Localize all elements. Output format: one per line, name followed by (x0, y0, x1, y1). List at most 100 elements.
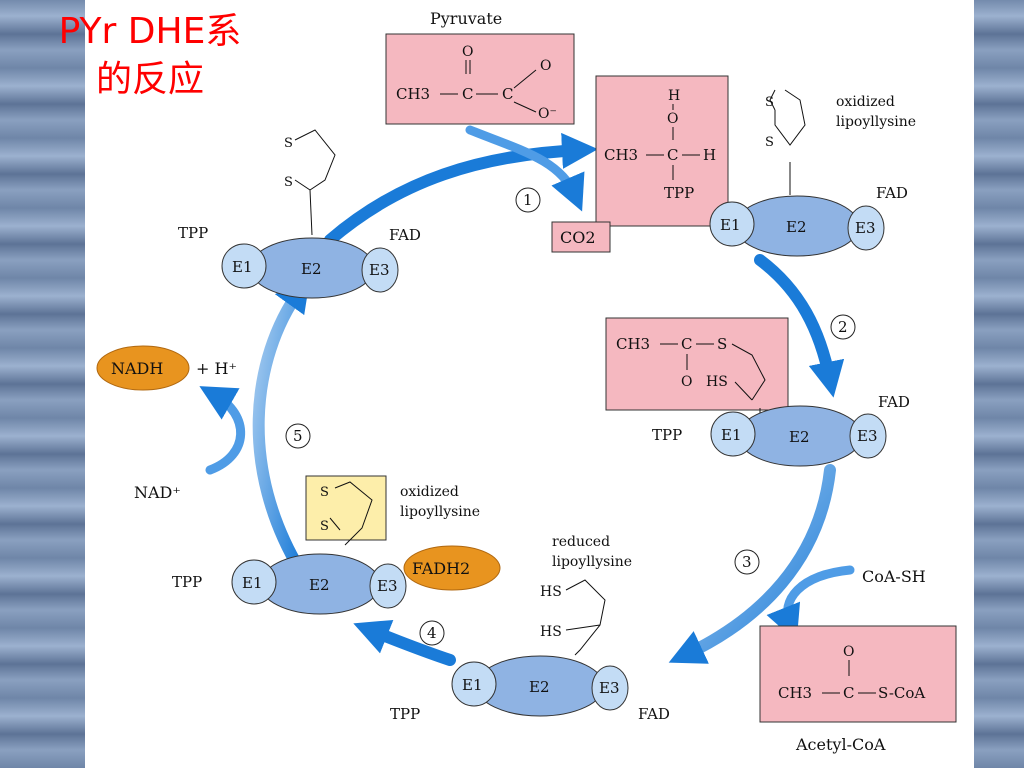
pyruvate-label: Pyruvate (430, 9, 502, 28)
svg-text:TPP: TPP (178, 224, 208, 242)
svg-text:O⁻: O⁻ (538, 106, 557, 122)
arrow-left-side (252, 275, 311, 576)
co2-label: CO2 (560, 228, 596, 247)
svg-text:O: O (540, 58, 551, 74)
acetyl-dihydrolipoyl-structure: CH3 C S O HS (605, 317, 789, 411)
step-4-marker (419, 620, 445, 646)
e3-subunit-left-bottom (369, 563, 407, 609)
pyruvate-in-arrow (465, 125, 585, 212)
svg-text:S: S (765, 135, 774, 150)
svg-text:H: H (703, 146, 716, 164)
svg-text:S: S (284, 136, 293, 151)
e1-subunit-bottom (451, 661, 497, 707)
svg-text:E1: E1 (720, 216, 741, 234)
step-1-marker (515, 187, 541, 213)
fadh2-badge (403, 545, 501, 591)
svg-text:oxidized: oxidized (400, 484, 459, 500)
coa-sh-label: CoA-SH (862, 567, 926, 586)
slide-title: PYr DHE系 的反应 (20, 8, 280, 104)
enzyme-complex-bottom: reduced lipoyllysine HS HS E1 E2 E3 TPP … (390, 534, 670, 723)
slide-title-line-1: PYr DHE系 (58, 11, 242, 52)
svg-text:HS: HS (540, 584, 562, 600)
co2-product: CO2 (551, 221, 611, 253)
nadh-label: NADH (111, 359, 163, 378)
e3-subunit (847, 205, 885, 251)
svg-text:E1: E1 (232, 258, 253, 276)
svg-text:C: C (843, 684, 854, 702)
fadh2-label: FADH2 (412, 559, 470, 578)
svg-text:E3: E3 (857, 427, 878, 445)
svg-text:C: C (502, 85, 513, 103)
h-plus-label: + H⁺ (196, 359, 237, 378)
svg-text:O: O (462, 44, 473, 60)
coa-in-arrow (766, 565, 855, 642)
e1-subunit (709, 201, 755, 247)
svg-text:E1: E1 (462, 676, 483, 694)
step-5-marker (285, 423, 311, 449)
enzyme-complex-left-bottom: S S oxidized lipoyllysine FADH2 E1 E2 E3… (172, 475, 501, 615)
hydroxyethyl-box (595, 75, 729, 227)
slide-background-left (0, 0, 85, 768)
svg-text:HS: HS (706, 374, 728, 390)
pyruvate-box (385, 33, 575, 125)
svg-text:oxidized: oxidized (836, 94, 895, 110)
enzyme-complex-right: FAD TPP E1 E2 E3 (652, 393, 910, 467)
svg-text:E3: E3 (369, 261, 390, 279)
svg-text:S: S (765, 95, 774, 110)
svg-text:C: C (667, 146, 678, 164)
hydroxyethyl-tpp-structure: H O CH3 C H TPP (595, 75, 729, 227)
svg-text:E3: E3 (377, 577, 398, 595)
svg-text:H: H (668, 88, 680, 104)
acetyl-lipoyl-box (605, 317, 789, 411)
arrow-right-lower (668, 464, 836, 664)
svg-text:TPP: TPP (664, 184, 694, 202)
acetyl-coa-box (759, 625, 957, 723)
nad-reduction-arrow (199, 386, 246, 475)
svg-text:FAD: FAD (638, 705, 670, 723)
svg-text:TPP: TPP (172, 573, 202, 591)
svg-text:O: O (667, 111, 678, 127)
svg-text:S: S (320, 485, 329, 500)
e3-subunit-bottom (591, 665, 629, 711)
svg-text:CH3: CH3 (616, 335, 650, 353)
svg-text:E2: E2 (529, 678, 550, 696)
svg-text:E2: E2 (301, 260, 322, 278)
svg-text:S-CoA: S-CoA (878, 684, 925, 702)
cycle-arrows (252, 132, 845, 666)
svg-text:C: C (462, 85, 473, 103)
oxidized-lipoyl-box (305, 475, 387, 541)
pyruvate-structure: Pyruvate O O CH3 C C O⁻ (385, 9, 575, 125)
step-3-marker (734, 549, 760, 575)
svg-text:O: O (843, 644, 854, 660)
step-2-marker (830, 314, 856, 340)
svg-text:E2: E2 (786, 218, 807, 236)
svg-text:3: 3 (742, 553, 752, 571)
e1-subunit-right (710, 411, 756, 457)
svg-text:E3: E3 (599, 679, 620, 697)
nadh-badge (96, 345, 190, 391)
svg-text:FAD: FAD (389, 226, 421, 244)
enzyme-complex-top-left: S S TPP FAD E1 E2 E3 (178, 129, 421, 299)
acetyl-coa-label: Acetyl-CoA (795, 735, 886, 754)
svg-text:1: 1 (523, 191, 533, 209)
arrow-top-left (324, 132, 598, 246)
svg-text:CH3: CH3 (778, 684, 812, 702)
step-markers: 1 2 3 4 5 (285, 187, 856, 646)
svg-text:4: 4 (427, 624, 437, 642)
svg-text:TPP: TPP (652, 426, 682, 444)
e1-subunit-left-bottom (231, 559, 277, 605)
e1-subunit-top-left (221, 243, 267, 289)
svg-text:S: S (717, 335, 727, 353)
svg-text:FAD: FAD (878, 393, 910, 411)
branch-arrows (199, 125, 855, 642)
svg-text:FAD: FAD (876, 184, 908, 202)
acetyl-coa-product: CoA-SH O CH3 C S-CoA Acetyl-CoA (759, 567, 957, 754)
svg-text:lipoyllysine: lipoyllysine (836, 114, 916, 130)
svg-text:S: S (320, 519, 329, 534)
svg-text:5: 5 (293, 427, 303, 445)
svg-text:CH3: CH3 (604, 146, 638, 164)
slide-background-right (974, 0, 1024, 768)
svg-text:lipoyllysine: lipoyllysine (400, 504, 480, 520)
svg-text:E1: E1 (721, 426, 742, 444)
